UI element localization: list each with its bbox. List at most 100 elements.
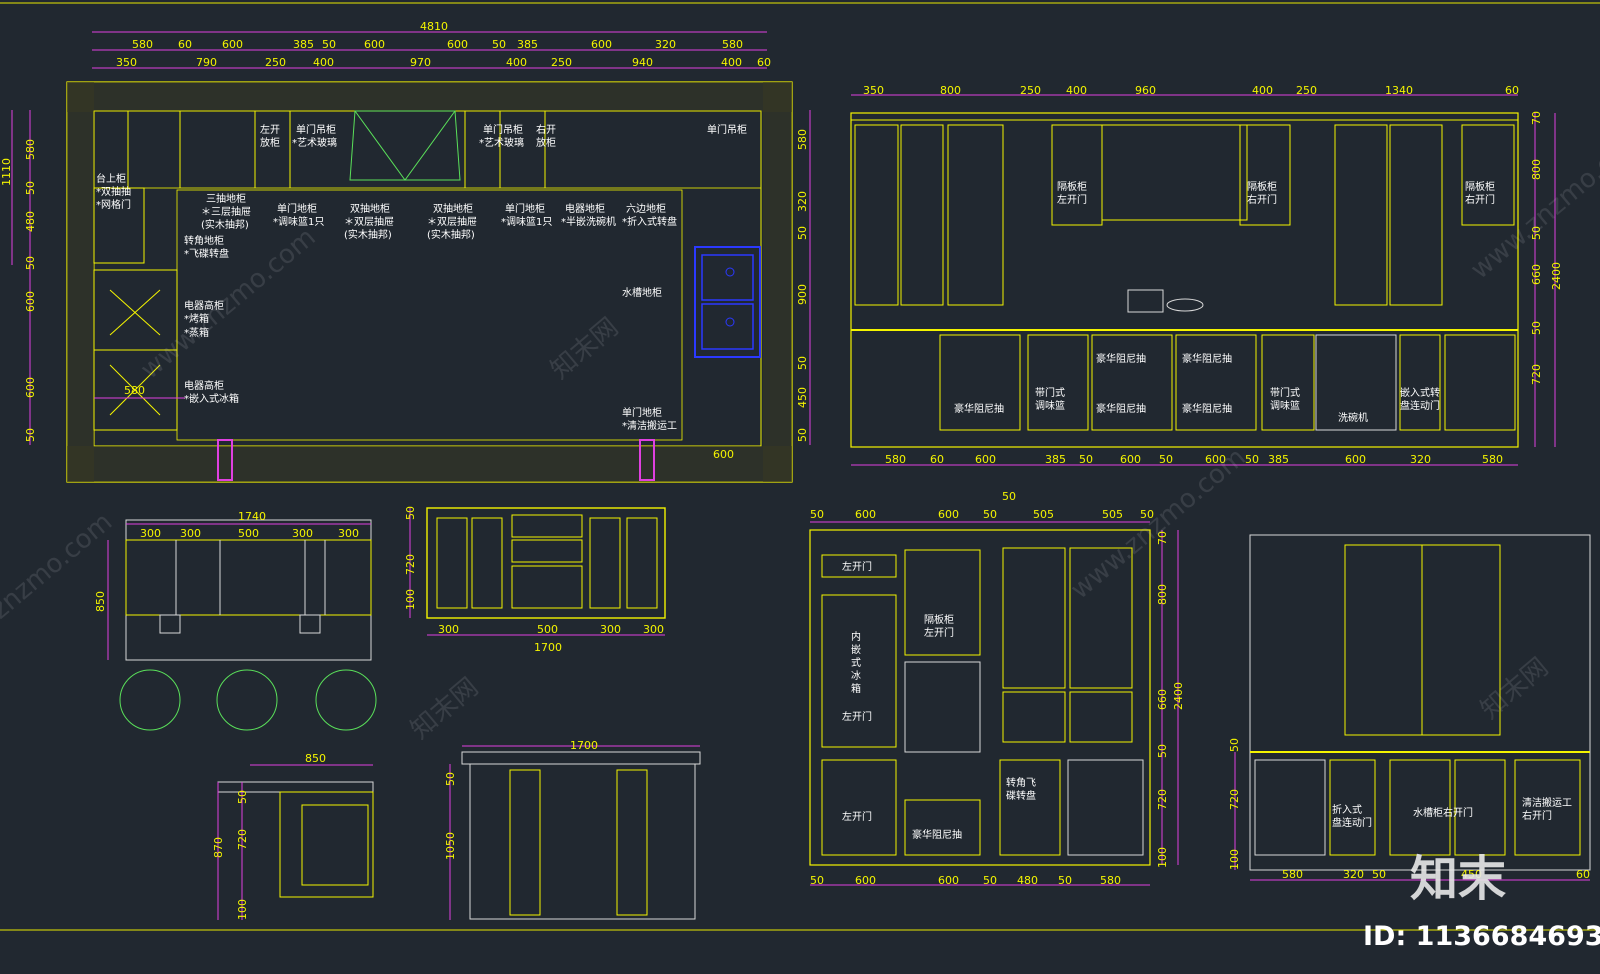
- plan-dim-top2: 400: [506, 56, 527, 69]
- elev1-dim-bottom: 600: [1205, 453, 1226, 466]
- elev2-cabinet-label: 左开门: [842, 810, 872, 823]
- island-front-dim-bottom: 300: [643, 623, 664, 636]
- plan-dim-top2: 790: [196, 56, 217, 69]
- island-front-dim-bottom: 300: [600, 623, 621, 636]
- plan-dim-right: 50: [796, 356, 809, 370]
- plan-dim-top1: 600: [591, 38, 612, 51]
- elev1-dim-bottom: 600: [1120, 453, 1141, 466]
- plan-cabinet-label: 双抽地柜: [433, 202, 473, 215]
- elev1-cabinet-label: 右开门: [1247, 193, 1277, 206]
- elev1-cabinet-label: 带门式: [1035, 386, 1065, 399]
- plan-dim-top1: 50: [322, 38, 336, 51]
- elev2-cabinet-label: 左开门: [842, 710, 872, 723]
- island-plan-dim: 300: [180, 527, 201, 540]
- elev1-dim-bottom: 600: [975, 453, 996, 466]
- elev1-dim-bottom: 385: [1045, 453, 1066, 466]
- plan-cabinet-label: *清洁搬运工: [622, 419, 677, 432]
- plan-dim-top2: 400: [313, 56, 334, 69]
- elev1-cabinet-label: 带门式: [1270, 386, 1300, 399]
- elev2-cabinet-label: 冰: [851, 669, 861, 682]
- elev1-cabinet-label: 隔板柜: [1465, 180, 1495, 193]
- plan-cabinet-label: ＊三层抽屉: [201, 205, 251, 218]
- elev1-dim-bottom: 50: [1079, 453, 1093, 466]
- elev1-dim-bottom: 580: [1482, 453, 1503, 466]
- plan-dim-right: 580: [796, 129, 809, 150]
- elev2-cabinet-label: 隔板柜: [924, 613, 954, 626]
- elev3-cabinet-label: 清洁搬运工: [1522, 796, 1572, 809]
- elev3-cabinet-label: 盘连动门: [1332, 816, 1372, 829]
- elev2-cabinet-label: 转角飞: [1006, 776, 1036, 789]
- elev2-dim-bottom: 600: [938, 874, 959, 887]
- elev2-cabinet-label: 内: [851, 630, 861, 643]
- plan-cabinet-label: 放柜: [260, 136, 280, 149]
- elev2-dim-top-extra: 50: [1002, 490, 1016, 503]
- elev3-dim-bottom: 580: [1282, 868, 1303, 881]
- plan-cabinet-label: ＊双层抽屉: [427, 215, 477, 228]
- wall-elevation-main: [850, 94, 1556, 466]
- island-front-dim: 50: [404, 506, 417, 520]
- elev3-dim-left: 50: [1228, 738, 1241, 752]
- elev1-cabinet-label: 豪华阻尼抽: [1096, 402, 1146, 415]
- plan-cabinet-label: 三抽地柜: [206, 192, 246, 205]
- plan-cabinet-label: 单门地柜: [277, 202, 317, 215]
- plan-cabinet-label: *嵌入式冰箱: [184, 392, 239, 405]
- plan-dim-top1: 580: [722, 38, 743, 51]
- plan-dim-top1: 600: [364, 38, 385, 51]
- plan-dim-top1: 320: [655, 38, 676, 51]
- drawing-id-label: ID: 1136684693: [1363, 921, 1600, 952]
- elev1-cabinet-label: 豪华阻尼抽: [1182, 352, 1232, 365]
- elev1-dim-top: 60: [1505, 84, 1519, 97]
- island-front-dim-bottom: 500: [537, 623, 558, 636]
- plan-dim-left: 580: [24, 139, 37, 160]
- elev2-cabinet-label: 箱: [851, 682, 861, 695]
- plan-dim-top1: 600: [222, 38, 243, 51]
- elev2-dim-bottom: 600: [855, 874, 876, 887]
- wall-elevation-tall: [809, 521, 1179, 886]
- elev1-dim-right: 660: [1530, 264, 1543, 285]
- elev1-dim-bottom: 320: [1410, 453, 1431, 466]
- elev3-dim-left: 100: [1228, 849, 1241, 870]
- plan-cabinet-label: *调味篮1只: [273, 215, 324, 228]
- elev2-dim-right: 50: [1156, 744, 1169, 758]
- plan-cabinet-label: (实木抽邦): [344, 228, 392, 241]
- plan-cabinet-label: 电器高柜: [184, 379, 224, 392]
- island-side-dim: 870: [212, 837, 225, 858]
- elev1-cabinet-label: 隔板柜: [1247, 180, 1277, 193]
- elev2-cabinet-label: 式: [851, 656, 861, 669]
- elev1-dim-right: 50: [1530, 321, 1543, 335]
- plan-dim-total: 4810: [420, 20, 448, 33]
- elev1-cabinet-label: 盘连动门: [1400, 399, 1440, 412]
- elev2-dim-bottom: 480: [1017, 874, 1038, 887]
- island-plan-depth: 850: [94, 591, 107, 612]
- kitchen-floor-plan: [11, 31, 811, 483]
- plan-dim-top2: 250: [551, 56, 572, 69]
- elev3-dim-bottom: 450: [1461, 868, 1482, 881]
- island-front-dim: 100: [404, 589, 417, 610]
- plan-dim-top2: 60: [757, 56, 771, 69]
- plan-cabinet-label: 电器高柜: [184, 299, 224, 312]
- elev3-cabinet-label: 右开门: [1522, 809, 1552, 822]
- elev3-dim-bottom: 60: [1576, 868, 1590, 881]
- plan-cabinet-label: 六边地柜: [626, 202, 666, 215]
- plan-dim-top2: 250: [265, 56, 286, 69]
- elev1-cabinet-label: 右开门: [1465, 193, 1495, 206]
- elev2-dim-top: 50: [983, 508, 997, 521]
- elev1-cabinet-label: 左开门: [1057, 193, 1087, 206]
- island-plan-total: 1740: [238, 510, 266, 523]
- plan-cabinet-label: *网格门: [96, 198, 131, 211]
- island-side-dim: 50: [236, 790, 249, 804]
- elev2-dim-right: 660: [1156, 689, 1169, 710]
- plan-dim-right: 900: [796, 284, 809, 305]
- plan-cabinet-label: *艺术玻璃: [292, 136, 337, 149]
- plan-cabinet-label: (实木抽邦): [427, 228, 475, 241]
- island-front-view: [409, 507, 666, 636]
- plan-cabinet-label: 水槽地柜: [622, 286, 662, 299]
- plan-cabinet-label: 单门地柜: [622, 406, 662, 419]
- elev3-dim-bottom: 50: [1372, 868, 1386, 881]
- island-front-dim: 720: [404, 554, 417, 575]
- elev2-cabinet-label: 豪华阻尼抽: [912, 828, 962, 841]
- plan-dim-top1: 600: [447, 38, 468, 51]
- elev2-dim-top: 50: [1140, 508, 1154, 521]
- elev1-cabinet-label: 隔板柜: [1057, 180, 1087, 193]
